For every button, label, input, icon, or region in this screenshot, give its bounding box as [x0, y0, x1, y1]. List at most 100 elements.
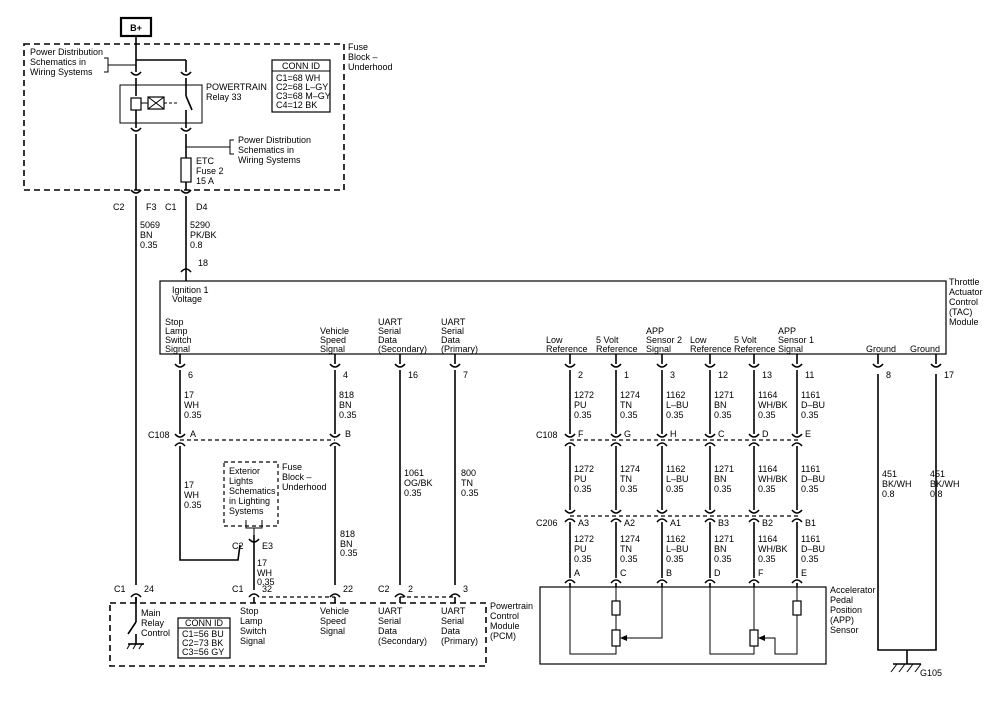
tac-signal-label-0: Signal — [165, 344, 190, 354]
svg-text:Relay: Relay — [141, 618, 165, 628]
pcm-signal-label-2: (Secondary) — [378, 636, 427, 646]
pcm-pin-32: 32 — [262, 584, 272, 594]
tac-pin-16: 16 — [408, 370, 418, 380]
wire-mid-label-0: 17 — [184, 480, 194, 490]
pcm-signal-label-1: Speed — [320, 616, 346, 626]
app-sensor-pin-F: F — [758, 568, 764, 578]
pcm-signal-label-0: Stop — [240, 606, 259, 616]
tac-signal-label-9: Signal — [778, 344, 803, 354]
svg-text:Control: Control — [490, 611, 519, 621]
wire-upper-label-2: PU — [574, 400, 587, 410]
pcm-signal-label-2: Serial — [378, 616, 401, 626]
svg-text:Module: Module — [949, 317, 979, 327]
fuse-block-2 — [223, 461, 279, 527]
wire-low-label-0: PU — [574, 544, 587, 554]
wire-upper-label-2: 1272 — [574, 390, 594, 400]
tac-module — [159, 280, 947, 355]
wire-mid-label-1: 1272 — [574, 464, 594, 474]
wire-low-label-4: 0.35 — [758, 554, 776, 564]
svg-text:BK/WH: BK/WH — [930, 479, 960, 489]
svg-text:0.35: 0.35 — [404, 488, 422, 498]
svg-text:ETC: ETC — [196, 156, 215, 166]
svg-text:(TAC): (TAC) — [949, 307, 972, 317]
pcm-signal-label-0: Switch — [240, 626, 267, 636]
wire-mid-label-5: 1164 — [758, 464, 777, 474]
c108-label-right: C108 — [536, 430, 558, 440]
svg-text:BK/WH: BK/WH — [882, 479, 912, 489]
pcm-conn-0: C1 — [114, 584, 126, 594]
wire-mid-label-3: 1162 — [666, 464, 685, 474]
tac-signal-label-5: 5 Volt — [596, 335, 619, 345]
c206-pin-B2: B2 — [762, 518, 773, 528]
wire-upper-label-6: 0.35 — [758, 410, 776, 420]
tac-module-label: Throttle Actuator Control (TAC) Module — [949, 277, 983, 327]
wire-mid-label-0: 0.35 — [184, 500, 202, 510]
svg-text:C1=56 BU: C1=56 BU — [182, 629, 224, 639]
tac-signal-label-2: Serial — [378, 326, 401, 336]
wire-upper-label-0: 0.35 — [184, 410, 202, 420]
c206-pin-A1: A1 — [670, 518, 681, 528]
pcm-signal-label-3: Serial — [441, 616, 464, 626]
tac-signals: StopLampSwitchSignal6VehicleSpeedSignal4… — [165, 317, 954, 587]
tac-signal-label-3: UART — [441, 317, 466, 327]
svg-text:0.8: 0.8 — [190, 240, 203, 250]
tac-signal-label-1: Signal — [320, 344, 345, 354]
svg-text:Powertrain: Powertrain — [490, 601, 533, 611]
svg-text:Underhood: Underhood — [282, 482, 327, 492]
svg-text:0.35: 0.35 — [340, 548, 358, 558]
tac-signal-label-6: Sensor 2 — [646, 335, 682, 345]
svg-text:0.35: 0.35 — [257, 577, 275, 587]
svg-text:Control: Control — [949, 297, 978, 307]
svg-text:PK/BK: PK/BK — [190, 230, 217, 240]
etc-fuse — [180, 157, 192, 183]
pin-d4: D4 — [196, 202, 208, 212]
svg-text:CONN ID: CONN ID — [185, 618, 224, 628]
app-sensor2-resistor — [611, 600, 621, 616]
pcm-pin-22: 22 — [343, 584, 353, 594]
svg-text:0.35: 0.35 — [140, 240, 158, 250]
svg-text:Throttle: Throttle — [949, 277, 980, 287]
c108-pin-G: G — [624, 429, 631, 439]
pcm-signal-label-3: Data — [441, 626, 460, 636]
svg-text:Sensor: Sensor — [830, 625, 859, 635]
wire-low-label-4: 1164 — [758, 534, 777, 544]
app-sensor-pin-C: C — [620, 568, 627, 578]
wire-mid-label-0: WH — [184, 490, 199, 500]
c108-pin-C: C — [718, 429, 725, 439]
wire-low-label-0: 0.35 — [574, 554, 592, 564]
wire-17-low-label: 17 WH 0.35 — [257, 558, 275, 587]
svg-text:Schematics in: Schematics in — [30, 57, 86, 67]
svg-text:Ignition 1: Ignition 1 — [172, 285, 209, 295]
wire-low-label-2: L–BU — [666, 544, 689, 554]
wire-upper-label-6: WH/BK — [758, 400, 788, 410]
svg-text:in Lighting: in Lighting — [229, 496, 270, 506]
wire-upper-label-3: 1274 — [620, 390, 640, 400]
svg-text:Voltage: Voltage — [172, 294, 202, 304]
main-relay-control-label: Main Relay Control — [141, 608, 170, 638]
pcm-pin-3: 3 — [463, 584, 468, 594]
tac-signal-label-0: Switch — [165, 335, 192, 345]
svg-text:Schematics: Schematics — [229, 486, 276, 496]
app-sensor1-pot — [749, 629, 759, 647]
wire-mid-label-1: PU — [574, 474, 587, 484]
svg-text:Fuse 2: Fuse 2 — [196, 166, 224, 176]
svg-text:800: 800 — [461, 468, 476, 478]
pcm-signal-label-2: Data — [378, 626, 397, 636]
power-distribution-ref-2: Power Distribution Schematics in Wiring … — [238, 135, 311, 165]
svg-text:WH: WH — [257, 568, 272, 578]
wire-low-label-3: BN — [714, 544, 727, 554]
c108-label: C108 — [148, 430, 170, 440]
relay-switch — [185, 95, 193, 111]
powertrain-relay — [119, 84, 203, 124]
tac-pin-2: 2 — [578, 370, 583, 380]
svg-text:Block –: Block – — [348, 52, 378, 62]
tac-signal-label-7: Reference — [690, 344, 732, 354]
wire-mid-label-6: D–BU — [801, 474, 825, 484]
wire-mid-label-6: 1161 — [801, 464, 820, 474]
tac-pin-6: 6 — [188, 370, 193, 380]
pcm-signal-label-1: Signal — [320, 626, 345, 636]
wire-upper-label-1: BN — [339, 400, 352, 410]
wire-upper-label-1: 0.35 — [339, 410, 357, 420]
wire-low-label-2: 1162 — [666, 534, 685, 544]
